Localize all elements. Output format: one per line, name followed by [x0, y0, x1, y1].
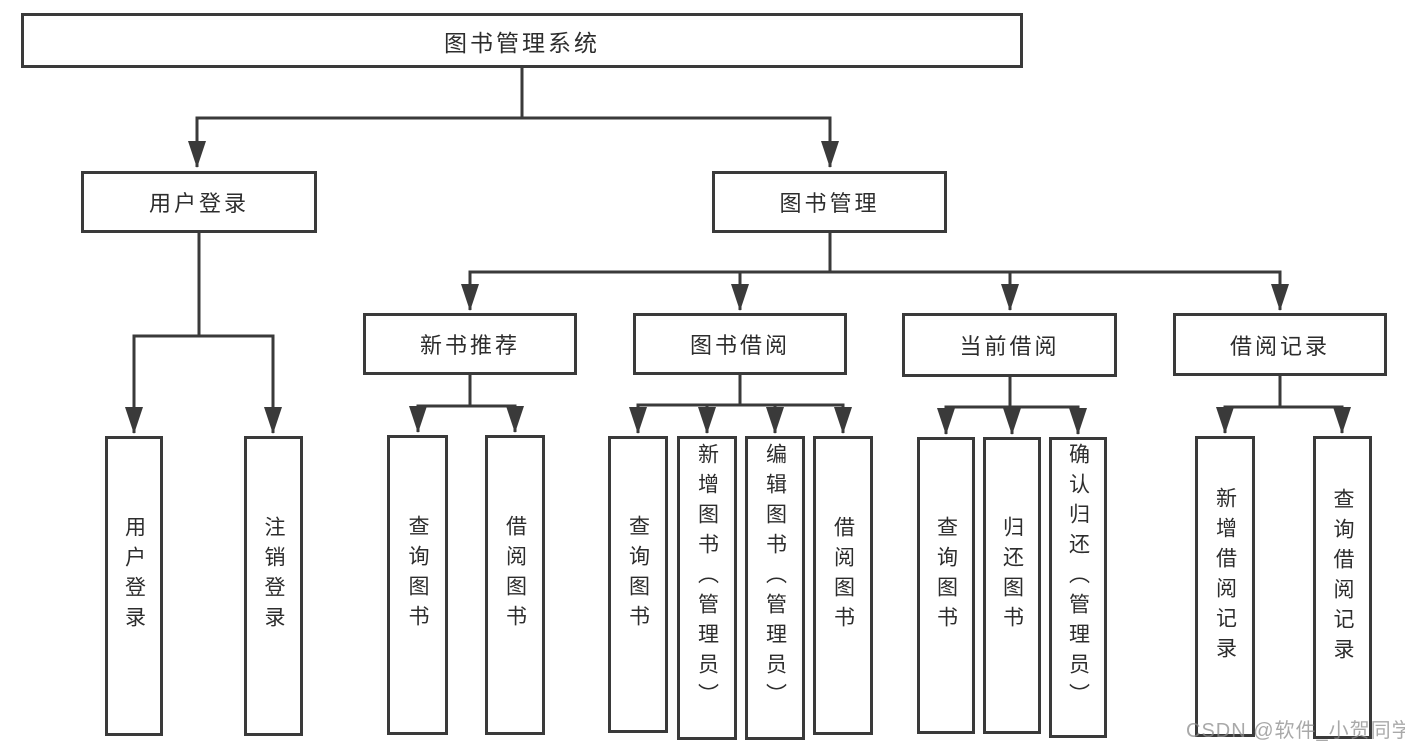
leaf-add-books-admin: 新增图书（管理员） [677, 436, 737, 740]
node-label: 借阅记录 [1229, 333, 1330, 359]
node-label: 图书借阅 [689, 333, 790, 358]
node-label: 归还图书 [1000, 515, 1024, 636]
leaf-query-books-current: 查询图书 [917, 437, 975, 734]
node-label: 查询图书 [626, 514, 650, 635]
connector-borrowing-records-to-leaves [1216, 376, 1351, 434]
node-root-library-system: 图书管理系统 [21, 13, 1023, 68]
node-label: 注销登录 [262, 516, 285, 636]
leaf-query-borrow-record: 查询借阅记录 [1313, 436, 1372, 739]
node-label: 用户登录 [148, 191, 249, 216]
node-label: 新增借阅记录 [1213, 486, 1237, 667]
node-label: 图书管理 [779, 191, 880, 216]
node-label: 用户登录 [122, 516, 146, 636]
node-label: 新增图书（管理员） [695, 443, 719, 713]
leaf-return-books: 归还图书 [983, 437, 1041, 734]
node-label: 图书管理系统 [444, 29, 600, 56]
node-label: 查询图书 [406, 515, 429, 635]
connector-current-borrowing-to-leaves [937, 377, 1087, 435]
csdn-watermark: CSDN @软件_小贺同学 [1186, 720, 1405, 742]
connector-new-book-to-leaves [409, 375, 524, 433]
node-label: 借阅图书 [503, 515, 527, 635]
node-current-borrowing: 当前借阅 [902, 313, 1117, 377]
node-new-book-recommend: 新书推荐 [363, 313, 577, 375]
node-borrowing-records: 借阅记录 [1173, 313, 1387, 376]
leaf-query-books-borrowing: 查询图书 [608, 436, 668, 733]
leaf-add-borrow-record: 新增借阅记录 [1195, 436, 1255, 737]
connector-user-login-to-leaves [125, 233, 282, 434]
connector-book-borrowing-to-leaves [629, 375, 852, 434]
node-book-borrowing: 图书借阅 [633, 313, 847, 375]
node-label: 当前借阅 [959, 334, 1060, 359]
connector-book-management-to-level3 [461, 233, 1289, 311]
leaf-query-books-newbook: 查询图书 [387, 435, 448, 735]
leaf-logout: 注销登录 [244, 436, 303, 736]
node-label: 确认归还（管理员） [1066, 442, 1090, 713]
leaf-confirm-return-admin: 确认归还（管理员） [1049, 437, 1107, 738]
node-label: 编辑图书（管理员） [763, 443, 787, 713]
leaf-borrow-books-newbook: 借阅图书 [485, 435, 545, 735]
connector-root-to-level2 [188, 68, 839, 168]
node-book-management: 图书管理 [712, 171, 947, 233]
node-label: 查询图书 [934, 515, 958, 636]
node-label: 新书推荐 [419, 333, 520, 358]
leaf-edit-books-admin: 编辑图书（管理员） [745, 436, 805, 740]
leaf-borrow-books-borrowing: 借阅图书 [813, 436, 873, 735]
node-user-login: 用户登录 [81, 171, 317, 233]
node-label: 借阅图书 [831, 515, 855, 636]
node-label: 查询借阅记录 [1331, 487, 1354, 668]
leaf-user-login: 用户登录 [105, 436, 163, 736]
